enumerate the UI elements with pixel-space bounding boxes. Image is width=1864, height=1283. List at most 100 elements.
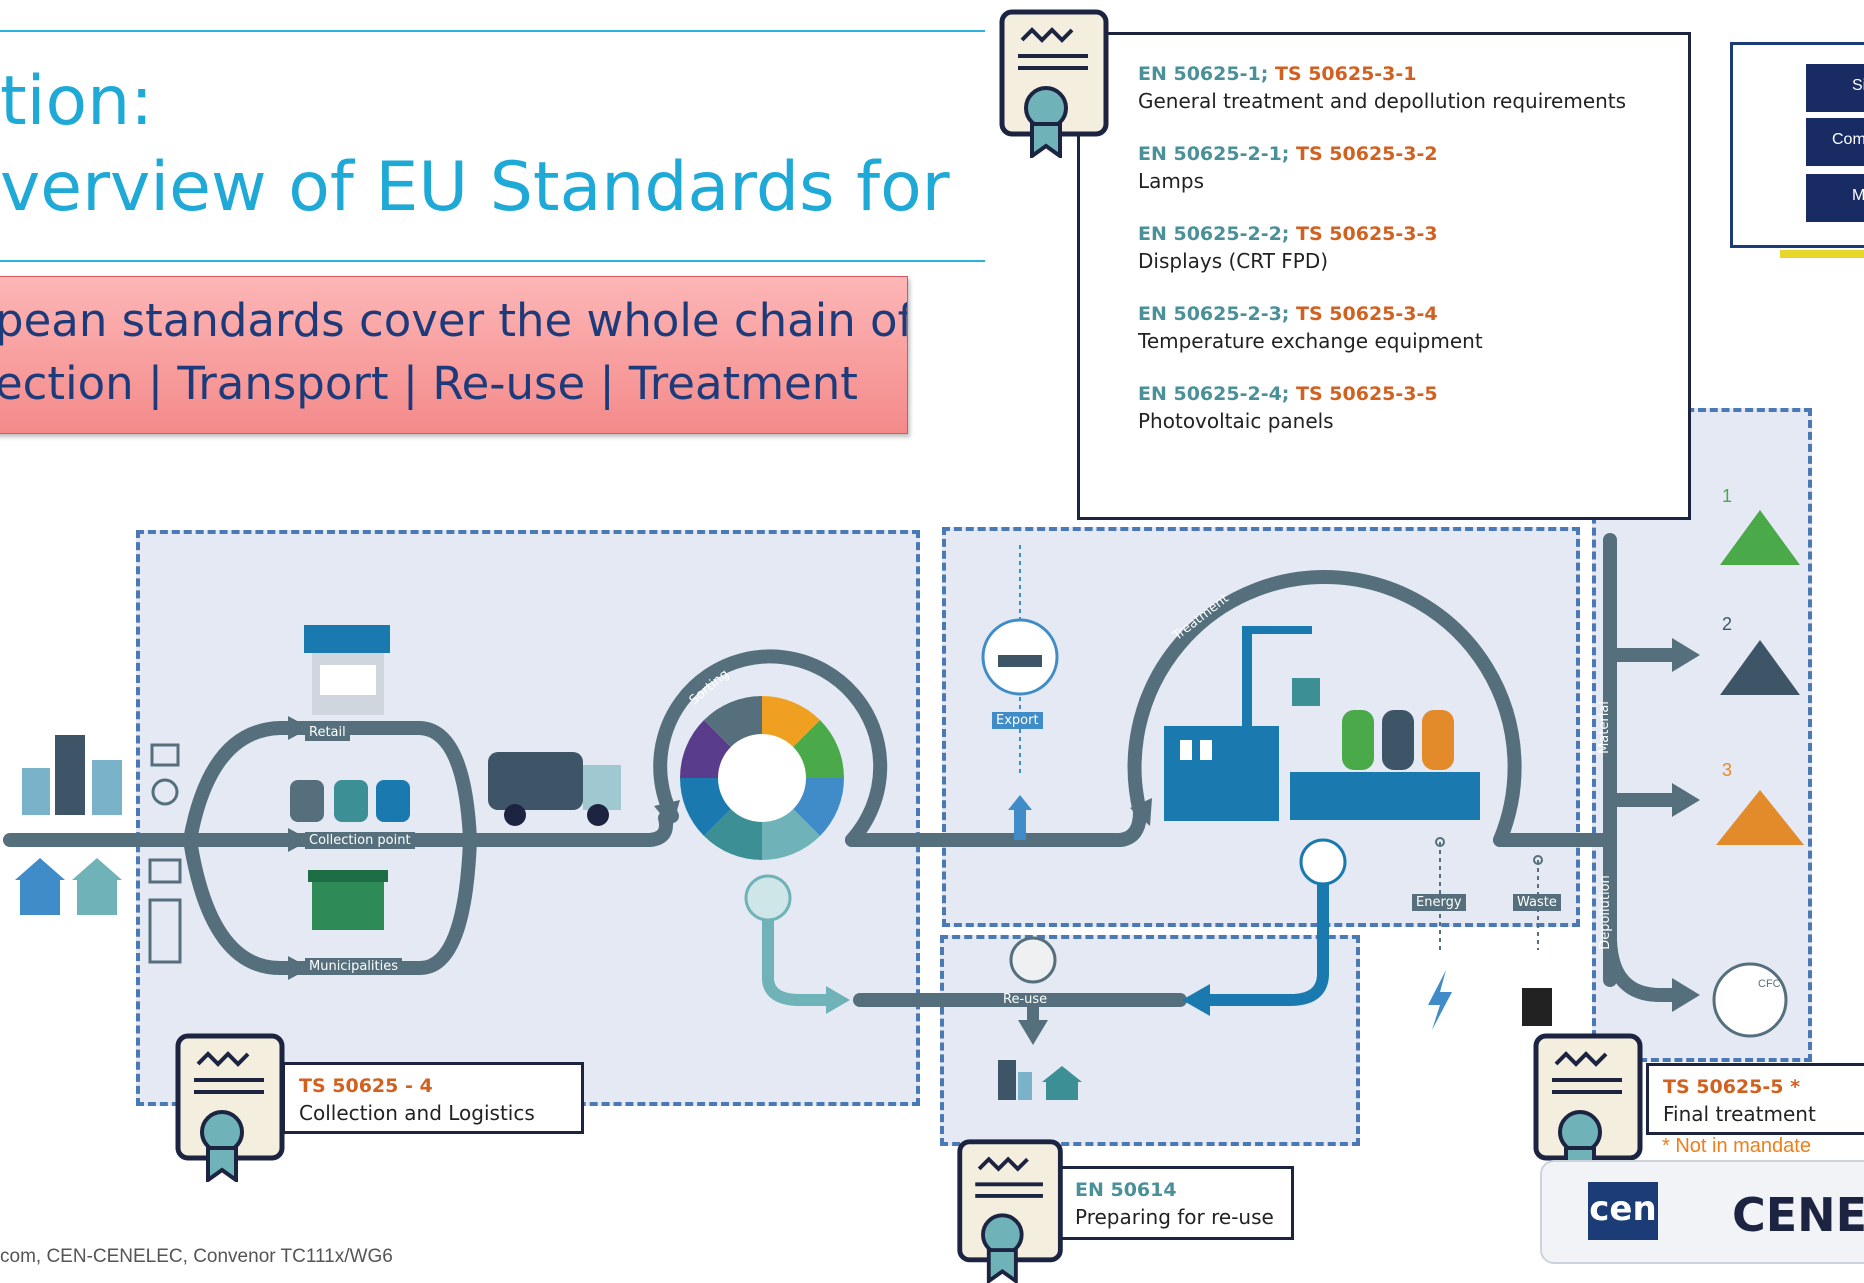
label-export: Export [992, 712, 1043, 729]
popup-ts-code: TS 50625-3-3 [1296, 223, 1438, 245]
retail-store-icon [304, 625, 390, 715]
reuse-return-left [762, 914, 836, 1006]
popup-desc: Lamps [1138, 169, 1204, 193]
depollution-branch [1603, 933, 1682, 1002]
certificate-icon [957, 1139, 1063, 1283]
popup-desc: Displays (CRT FPD) [1138, 249, 1329, 273]
banner-line2: ection | Transport | Re-use | Treatment [0, 357, 858, 410]
material-pile-dark [1720, 640, 1800, 695]
depollution-cfc-icon [1712, 962, 1788, 1038]
scope-banner: pean standards cover the whole chain of … [0, 276, 908, 434]
not-in-mandate-note: * Not in mandate [1662, 1135, 1811, 1157]
label-cfc: CFC [1758, 978, 1781, 990]
popup-en-code: EN 50625-1; [1138, 63, 1269, 85]
arrowhead-sorting [654, 800, 680, 828]
treatment-zone [942, 527, 1580, 927]
reuse-recycle-icon-right [1299, 838, 1347, 886]
trash-bin-icon [1522, 988, 1552, 1026]
sorting-wheel-icon [680, 696, 844, 860]
cen-logo-mark: cen [1588, 1182, 1658, 1240]
certificate-icon [999, 9, 1109, 158]
nav-button-3[interactable]: M [1806, 174, 1864, 222]
label-retail: Retail [305, 724, 350, 741]
recovery-step-2: 2 [1722, 614, 1733, 634]
collection-standard-label: TS 50625 - 4 Collection and Logistics [282, 1062, 584, 1134]
treatment-arc [1127, 569, 1522, 847]
arrowhead-reuse-down [1018, 1020, 1048, 1045]
arrowhead-reuse-right [1182, 984, 1210, 1016]
popup-en-code: EN 50625-2-4; [1138, 383, 1290, 405]
arrowhead-material-1 [1672, 638, 1700, 672]
recycling-truck-icon [488, 752, 621, 826]
title-top-rule [0, 30, 985, 32]
reuse-standard-code: EN 50614 [1075, 1179, 1177, 1201]
popup-entry: EN 50625-2-4; TS 50625-3-5 Photovoltaic … [1138, 383, 1688, 433]
banner-line1: pean standards cover the whole chain of [0, 294, 908, 347]
appliances-icon [148, 743, 182, 964]
nav-button-1[interactable]: Si [1806, 64, 1864, 112]
cen-cenelec-logo: cen CENE [1540, 1160, 1864, 1264]
collection-standard-code: TS 50625 - 4 [299, 1075, 433, 1097]
popup-en-code: EN 50625-2-3; [1138, 303, 1290, 325]
reuse-zone [940, 935, 1360, 1146]
nav-menu-accent [1780, 250, 1864, 258]
lightning-icon [1428, 970, 1452, 1030]
label-energy: Energy [1412, 894, 1466, 911]
dumpster-icon [308, 870, 388, 930]
arrowhead-depollution [1672, 978, 1700, 1012]
flow-to-treatment [845, 805, 1147, 847]
collection-standard-desc: Collection and Logistics [299, 1101, 535, 1125]
page-title-line1: tion: [0, 62, 154, 141]
label-material: Material [1596, 701, 1612, 754]
reuse-return-right [1199, 874, 1329, 1006]
popup-en-code: EN 50625-2-1; [1138, 143, 1290, 165]
standards-popup: EN 50625-1; TS 50625-3-1 General treatme… [1077, 32, 1691, 520]
popup-ts-code: TS 50625-3-4 [1296, 303, 1438, 325]
popup-desc: Temperature exchange equipment [1138, 329, 1483, 353]
arrowhead-reuse-left [826, 986, 850, 1014]
page-title-line2: verview of EU Standards for [0, 148, 950, 227]
flow-to-sorting [463, 811, 673, 847]
title-bottom-rule [0, 260, 985, 262]
arrowhead-treatment [1130, 798, 1152, 826]
certificate-icon [175, 1033, 285, 1182]
popup-ts-code: TS 50625-3-2 [1296, 143, 1438, 165]
recovery-step-1: 1 [1722, 486, 1733, 506]
popup-desc: General treatment and depollution requir… [1138, 89, 1627, 113]
sorting-arc [653, 649, 888, 847]
export-ship-icon [981, 545, 1059, 840]
nav-button-2[interactable]: Com [1806, 118, 1864, 166]
final-standard-code: TS 50625-5 * [1663, 1076, 1801, 1098]
label-collection-point: Collection point [305, 832, 415, 849]
popup-entry: EN 50625-2-3; TS 50625-3-4 Temperature e… [1138, 303, 1688, 353]
reuse-standard-desc: Preparing for re-use [1075, 1205, 1274, 1229]
arrowhead-retail [288, 716, 310, 740]
arrowhead-collection [288, 828, 310, 852]
reuse-recycle-icon-left [744, 874, 792, 922]
material-pile-orange [1716, 790, 1804, 845]
label-depollution: Depollution [1597, 875, 1613, 950]
recovery-step-3: 3 [1722, 760, 1733, 780]
reuse-buildings-icon [998, 1060, 1082, 1100]
popup-ts-code: TS 50625-3-5 [1296, 383, 1438, 405]
cenelec-logo-text: CENE [1732, 1188, 1864, 1242]
popup-entry: EN 50625-2-1; TS 50625-3-2 Lamps [1138, 143, 1688, 193]
label-waste: Waste [1513, 894, 1561, 911]
popup-ts-code: TS 50625-3-1 [1274, 63, 1417, 85]
houses-icon [15, 858, 122, 915]
label-reuse: Re-use [1003, 992, 1048, 1007]
final-standard-label: TS 50625-5 * Final treatment [1646, 1063, 1864, 1135]
certificate-icon [1533, 1033, 1643, 1182]
waste-output [1533, 855, 1543, 950]
branch-retail [183, 721, 287, 847]
merge-retail [273, 721, 477, 847]
footer-credit: com, CEN-CENELEC, Convenor TC111x/WG6 [0, 1246, 393, 1267]
reuse-standard-label: EN 50614 Preparing for re-use [1058, 1166, 1294, 1240]
branch-municipalities [183, 833, 287, 975]
merge-municipalities [273, 833, 477, 975]
material-pile-green [1720, 510, 1800, 565]
collection-bins-icon [290, 780, 410, 822]
arrowhead-municipalities [288, 956, 310, 980]
energy-output [1435, 837, 1445, 950]
city-buildings-icon [22, 735, 122, 815]
